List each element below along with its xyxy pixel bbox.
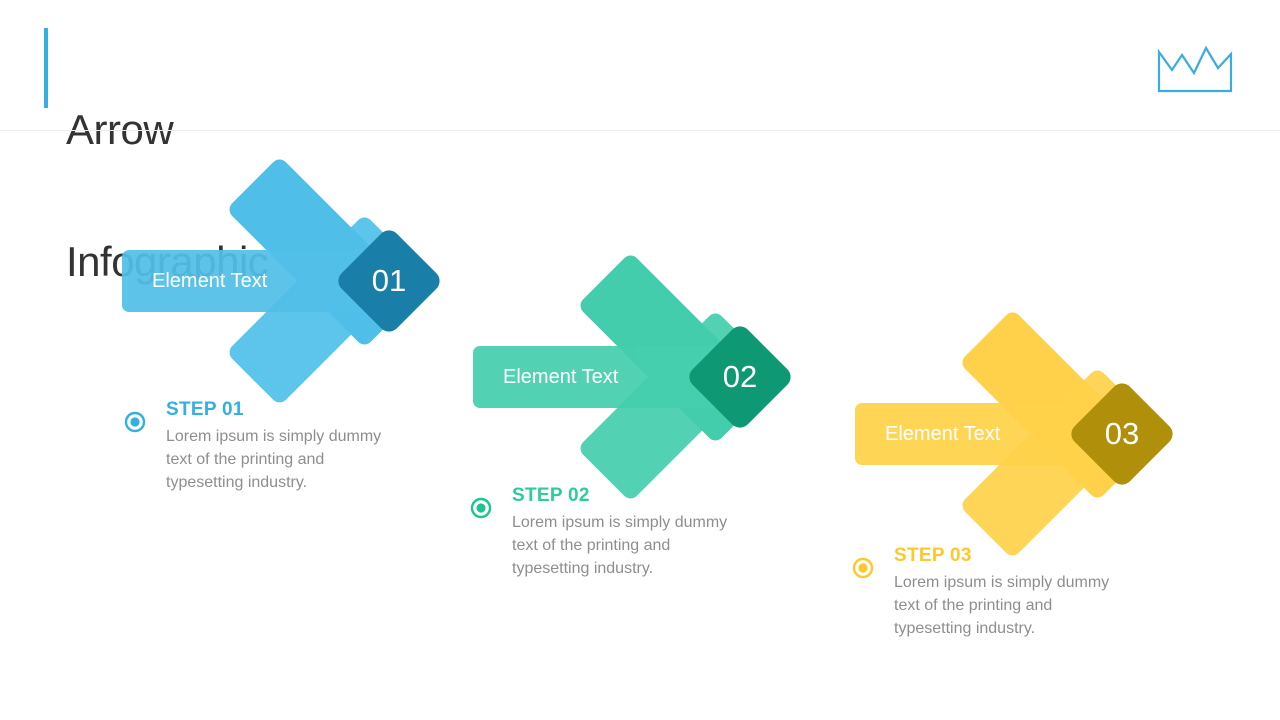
arrow-number-label-2: 02 [722, 359, 758, 394]
arrow-bar-2: Element Text [473, 346, 725, 408]
step-bullet-icon-3 [852, 557, 874, 579]
arrow-graphic-1[interactable]: Element Text 01 [122, 155, 445, 407]
step-title-2: STEP 02 [512, 485, 590, 506]
arrow-number-label-3: 03 [1104, 416, 1140, 451]
page-title-line-1: Arrow [66, 106, 174, 153]
header-divider [0, 130, 1280, 131]
arrow-graphic-3[interactable]: Element Text 03 [855, 308, 1178, 560]
arrow-bar-3: Element Text [855, 403, 1107, 465]
arrow-bar-1: Element Text [122, 250, 374, 312]
step-description-1: Lorem ipsum is simply dummy text of the … [166, 428, 382, 491]
arrow-bar-label-3: Element Text [885, 423, 1001, 445]
step-title-3: STEP 03 [894, 545, 972, 566]
title-accent-bar [44, 28, 48, 108]
arrow-bar-label-1: Element Text [152, 270, 268, 292]
step-bullet-icon-2 [470, 497, 492, 519]
crown-logo-icon [1155, 40, 1235, 95]
step-bullet-icon-1 [124, 411, 146, 433]
arrow-graphic-2[interactable]: Element Text 02 [473, 251, 796, 503]
step-description-3: Lorem ipsum is simply dummy text of the … [894, 574, 1110, 637]
arrow-bar-label-2: Element Text [503, 366, 619, 388]
step-description-2: Lorem ipsum is simply dummy text of the … [512, 514, 728, 577]
arrow-number-label-1: 01 [371, 263, 407, 298]
step-title-1: STEP 01 [166, 399, 244, 420]
page-header: Arrow Infographic [0, 0, 1280, 284]
